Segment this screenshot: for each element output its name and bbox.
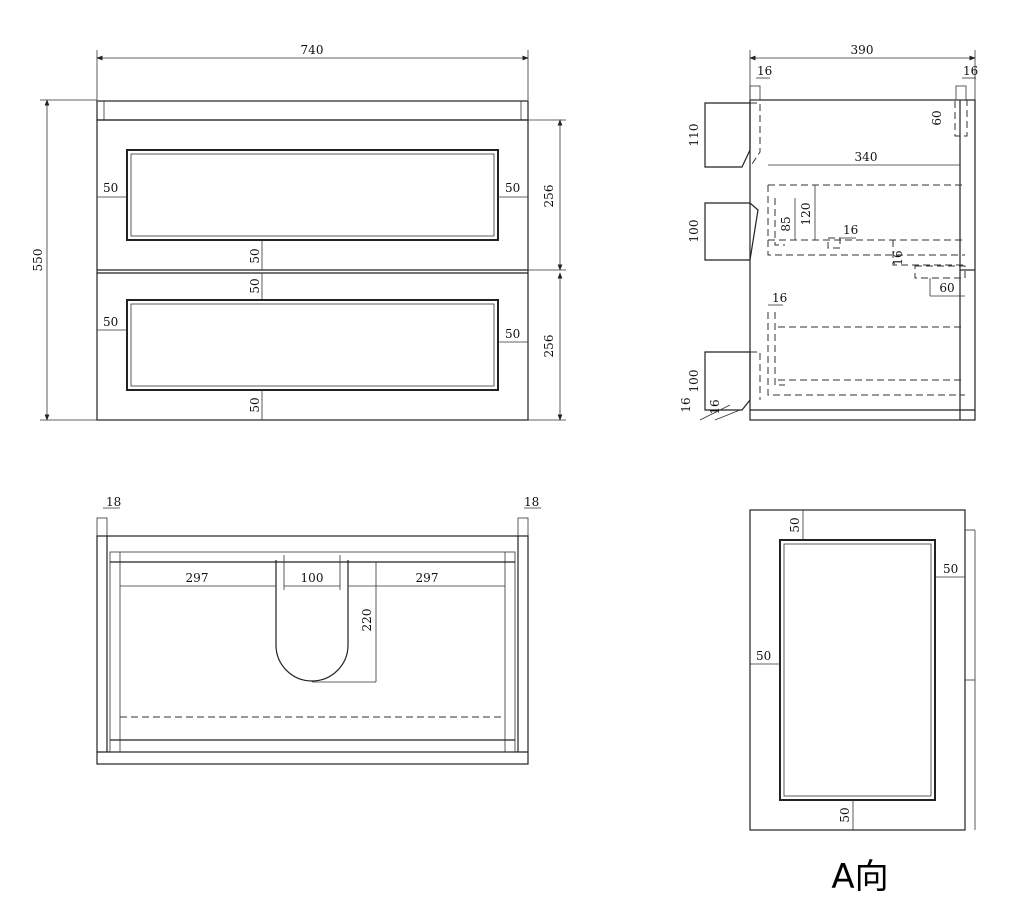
top-297-right: 297: [416, 571, 439, 585]
dim-60-lower: 60: [939, 281, 954, 295]
bottom-drawer-right-margin: 50: [505, 327, 520, 341]
a-view: 50 50 50 50 A向: [749, 509, 976, 897]
top-drawer-left-margin: 50: [103, 181, 118, 195]
dim-16-mid: 16: [843, 223, 858, 237]
side-view: 390 16 16 60 110 340 120 85: [679, 43, 978, 421]
bottom-drawer-height: 256: [542, 335, 556, 358]
top-drawer-bottom-margin: 50: [248, 248, 262, 263]
bottom-drawer-panel: [126, 299, 499, 391]
bottom-drawer-top-margin: 50: [248, 278, 262, 293]
top-297-left: 297: [186, 571, 209, 585]
handle-100-low: 100: [687, 370, 701, 393]
a-view-caption: A向: [831, 857, 888, 897]
side-depth-label: 390: [851, 43, 874, 57]
a-left-50: 50: [756, 649, 771, 663]
top-100: 100: [301, 571, 324, 585]
top-drawer-panel: [126, 149, 499, 241]
top-right-18: 18: [524, 495, 539, 509]
top-view: 18 18 297 100 297 220: [96, 495, 541, 765]
dim-120: 120: [799, 203, 813, 226]
front-view: 740 550 50 50 50 50 50 50 50: [31, 43, 566, 421]
bottom-drawer-left-margin: 50: [103, 315, 118, 329]
side-right-60: 60: [930, 110, 944, 125]
countertop: [96, 100, 529, 121]
top-drawer-height: 256: [542, 185, 556, 208]
side-carcass: [749, 99, 976, 421]
a-top-50: 50: [788, 517, 802, 532]
side-top-left-16: 16: [757, 64, 772, 78]
dim-85: 85: [779, 216, 793, 231]
dim-16-bl2: 16: [708, 399, 722, 414]
side-top-right-16: 16: [963, 64, 978, 78]
front-height-label: 550: [31, 249, 45, 272]
a-door-panel: [779, 539, 936, 801]
a-door-outline: [749, 509, 966, 831]
handle-100-mid: 100: [687, 220, 701, 243]
dim-16-lower: 16: [772, 291, 787, 305]
top-drawer-right-margin: 50: [505, 181, 520, 195]
top-220: 220: [360, 609, 374, 632]
dim-16-bl1: 16: [679, 397, 693, 412]
drawer-depth-340: 340: [855, 150, 878, 164]
handle-110: 110: [687, 124, 701, 147]
a-bottom-50: 50: [838, 807, 852, 822]
dim-16-rotated: 16: [891, 250, 905, 265]
top-outline: [96, 535, 529, 765]
front-width-label: 740: [301, 43, 324, 57]
bottom-drawer-bottom-margin: 50: [248, 397, 262, 412]
a-right-50: 50: [943, 562, 958, 576]
top-left-18: 18: [106, 495, 121, 509]
